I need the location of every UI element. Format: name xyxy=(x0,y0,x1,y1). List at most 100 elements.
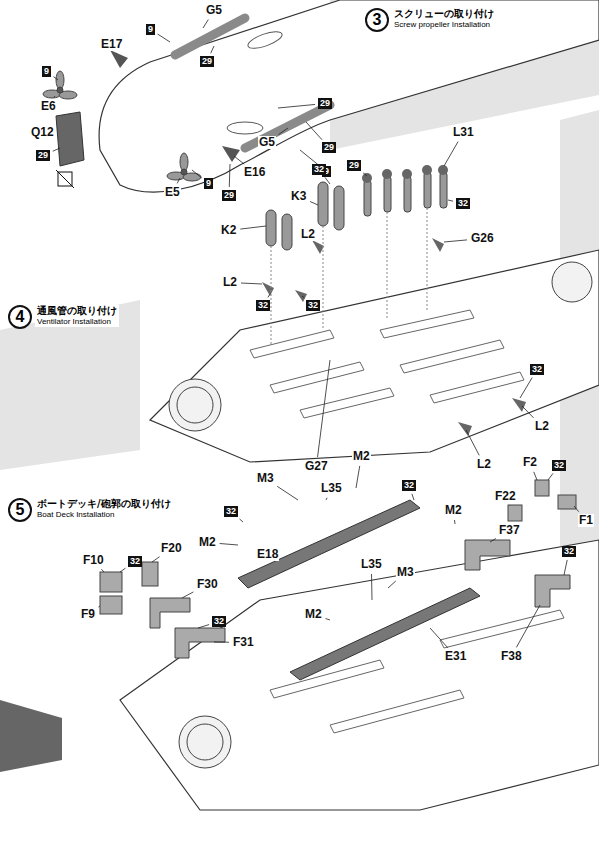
leader-line xyxy=(277,486,298,500)
boat-deck xyxy=(290,588,480,680)
no-glue-symbol xyxy=(56,170,74,188)
step-number: 4 xyxy=(8,305,32,329)
leader-line xyxy=(306,122,322,140)
bow-detail xyxy=(0,700,62,772)
lower-deck xyxy=(120,540,599,810)
part-number: L31 xyxy=(452,126,475,139)
leader-line xyxy=(198,625,209,628)
part-number: F1 xyxy=(578,514,594,527)
leader-line xyxy=(214,642,229,643)
paint-callout: 32 xyxy=(552,460,566,471)
ventilator xyxy=(266,172,447,250)
leader-line xyxy=(182,592,193,598)
background-bands xyxy=(0,0,599,650)
paint-callout: 32 xyxy=(306,300,320,311)
paint-callout: 32 xyxy=(562,546,576,557)
leader-line xyxy=(574,506,579,512)
deck-fittings xyxy=(250,310,524,418)
leader-line xyxy=(454,520,455,524)
leader-line xyxy=(444,240,467,242)
turret-ring xyxy=(187,724,223,760)
part-number: L2 xyxy=(300,228,316,241)
part-number: E18 xyxy=(256,548,279,561)
paint-callout: 29 xyxy=(36,150,50,161)
part-number: F22 xyxy=(494,490,517,503)
leader-line xyxy=(430,628,448,648)
paint-callout: 29 xyxy=(322,142,336,153)
leader-line xyxy=(548,473,553,480)
leader-line xyxy=(234,156,244,164)
grey-band xyxy=(0,300,140,470)
leader-line xyxy=(54,96,56,97)
main-deck xyxy=(150,250,599,462)
leader-line xyxy=(326,619,330,620)
paint-callout: 32 xyxy=(530,364,544,375)
turret-ring xyxy=(552,262,592,302)
title-english: Ventilator Installation xyxy=(37,317,117,327)
step-number: 3 xyxy=(365,8,389,32)
part-number: F30 xyxy=(196,578,219,591)
leader-line xyxy=(116,53,117,54)
leader-line xyxy=(53,148,60,151)
part-number: F10 xyxy=(82,554,105,567)
turret-ring xyxy=(179,716,231,768)
boat-deck xyxy=(238,500,420,588)
paint-callout: 29 xyxy=(318,98,332,109)
part-number: K3 xyxy=(290,190,307,203)
part-number: M2 xyxy=(352,450,371,463)
paint-callout: 32 xyxy=(312,164,326,175)
step-heading: 5ボートデッキ/砲郭の取り付けBoat Deck Installation xyxy=(8,498,173,522)
hull-opening xyxy=(246,28,284,52)
leader-line xyxy=(220,544,238,545)
leader-line xyxy=(158,34,170,42)
part-number: L2 xyxy=(534,420,550,433)
part-number: Q12 xyxy=(30,126,55,139)
part-number: L2 xyxy=(476,458,492,471)
paint-callout: 32 xyxy=(212,616,226,627)
part-number: L35 xyxy=(360,558,383,571)
leader-line xyxy=(325,177,330,184)
leader-line xyxy=(490,539,496,542)
step-title: 通風管の取り付けVentilator Installation xyxy=(35,305,119,327)
leader-line xyxy=(448,200,453,201)
title-english: Screw propeller Installation xyxy=(394,20,494,30)
leader-line xyxy=(564,560,567,575)
propeller-shaft xyxy=(245,105,330,148)
leader-line xyxy=(326,498,327,500)
leader-line xyxy=(152,557,160,562)
leader-line xyxy=(101,569,104,572)
propeller-shaft xyxy=(175,18,245,55)
leader-line xyxy=(444,142,458,166)
part-number: F9 xyxy=(80,608,96,621)
leader-line xyxy=(98,606,100,607)
paint-callout: 32 xyxy=(456,198,470,209)
step-title: スクリューの取り付けScrew propeller Installation xyxy=(392,8,496,30)
leader-line xyxy=(241,283,262,285)
step-title: ボートデッキ/砲郭の取り付けBoat Deck Installation xyxy=(35,498,173,520)
paint-callout: 32 xyxy=(256,300,270,311)
part-number: K2 xyxy=(220,224,237,237)
paint-callout: 32 xyxy=(402,480,416,491)
leader-line xyxy=(318,360,330,457)
title-japanese: 通風管の取り付け xyxy=(37,305,117,317)
title-english: Boat Deck Installation xyxy=(37,510,171,520)
part-number: E6 xyxy=(40,100,57,113)
shaft-strut xyxy=(222,146,240,162)
part-number: F2 xyxy=(522,456,538,469)
part-number: F37 xyxy=(498,524,521,537)
paint-callout: 9 xyxy=(204,178,213,189)
turret-ring xyxy=(169,379,221,431)
leader-line xyxy=(522,406,534,418)
leader-line xyxy=(278,128,288,135)
part-number: M2 xyxy=(444,504,463,517)
part-number: M2 xyxy=(198,536,217,549)
leader-line xyxy=(177,178,180,183)
part-number: L2 xyxy=(222,276,238,289)
leader-line xyxy=(240,519,243,522)
leader-line xyxy=(120,568,126,572)
leader-line xyxy=(211,46,214,53)
leader-line xyxy=(310,202,318,205)
rudder xyxy=(56,112,84,166)
paint-callout: 29 xyxy=(222,190,236,201)
